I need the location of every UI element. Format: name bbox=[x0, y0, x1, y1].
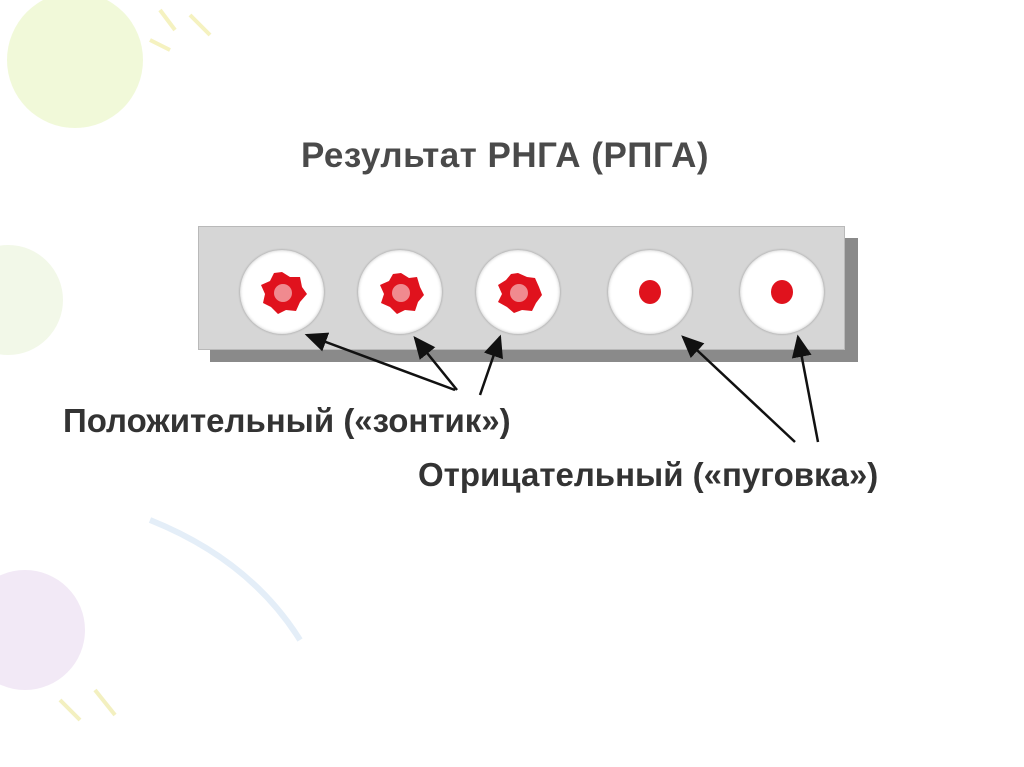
well-3-positive bbox=[476, 250, 560, 334]
positive-label: Положительный («зонтик») bbox=[63, 402, 511, 439]
umbrella-sediment-icon bbox=[261, 272, 307, 314]
well-1-positive bbox=[240, 250, 324, 334]
well-4-negative bbox=[608, 250, 692, 334]
well-5-negative bbox=[740, 250, 824, 334]
button-sediment-icon bbox=[639, 280, 661, 304]
arrow-positive-2 bbox=[413, 336, 458, 391]
umbrella-sediment-icon bbox=[380, 273, 424, 314]
arrow-negative-2 bbox=[791, 334, 820, 443]
arrow-negative-1 bbox=[681, 335, 796, 443]
arrow-positive-1 bbox=[304, 332, 456, 392]
well-2-positive bbox=[358, 250, 442, 334]
page-title: Результат РНГА (РПГА) bbox=[300, 136, 710, 175]
button-sediment-icon bbox=[771, 280, 793, 304]
umbrella-sediment-icon bbox=[498, 273, 542, 313]
arrow-positive-3 bbox=[478, 334, 503, 396]
negative-label: Отрицательный («пуговка») bbox=[418, 456, 879, 493]
